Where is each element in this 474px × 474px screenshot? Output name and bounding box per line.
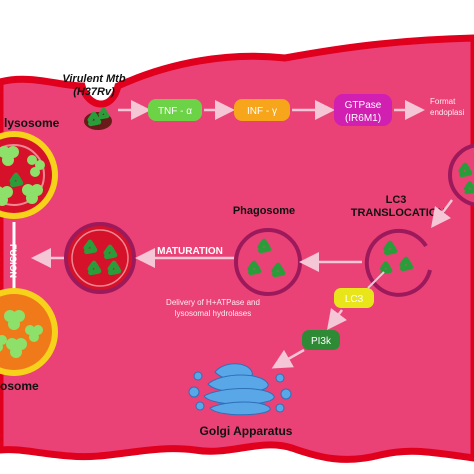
formation-label: Format bbox=[430, 97, 456, 106]
formation-sub-label: endoplasi bbox=[430, 108, 464, 117]
inf-label: INF - γ bbox=[247, 106, 277, 117]
strain-label: (H37Rv) bbox=[73, 86, 115, 98]
lc3-box bbox=[334, 288, 374, 308]
inf-box bbox=[234, 99, 290, 121]
phagosome bbox=[234, 228, 302, 296]
gtpase-box bbox=[334, 94, 392, 126]
arrow-pi3k-to-golgi bbox=[271, 348, 305, 369]
golgi-apparatus bbox=[188, 363, 292, 416]
lc3-translocation-label: LC3 bbox=[386, 194, 407, 206]
phagolysosome-contents bbox=[0, 146, 45, 206]
lysosome-label: osome bbox=[0, 379, 39, 393]
arrow-lc3-to-pi3k bbox=[327, 308, 347, 330]
lc3-vesicle bbox=[364, 228, 432, 297]
lc3-box-label: LC3 bbox=[345, 294, 364, 305]
pi3k-label: PI3k bbox=[311, 336, 332, 347]
virulent-mtb-label: Virulent Mtb bbox=[62, 73, 125, 85]
maturing-vesicle bbox=[64, 222, 136, 294]
gtpase-label: GTPase bbox=[345, 100, 382, 111]
tnf-box bbox=[148, 99, 202, 121]
tnf-label: TNF - α bbox=[158, 106, 192, 117]
fusion-label: FUSION bbox=[8, 244, 18, 278]
arrow-formation-to-lc3 bbox=[431, 199, 453, 228]
lc3-translocation-sub-label: TRANSLOCATION bbox=[351, 207, 446, 219]
maturation-label: MATURATION bbox=[157, 246, 223, 257]
delivery-label: Delivery of H+ATPase and bbox=[166, 298, 260, 307]
pi3k-box bbox=[302, 330, 340, 350]
delivery-sub-label: lysosomal hydrolases bbox=[175, 309, 251, 318]
lysosome-contents bbox=[0, 310, 43, 358]
mtb-entry-cluster bbox=[84, 107, 112, 130]
phagosome-label: Phagosome bbox=[233, 205, 295, 217]
golgi-label: Golgi Apparatus bbox=[200, 424, 293, 438]
gtpase-sub-label: (IR6M1) bbox=[345, 113, 381, 124]
arrow-lc3-box-to-vesicle bbox=[367, 271, 385, 289]
phagolysosome-label: lysosome bbox=[4, 116, 60, 130]
